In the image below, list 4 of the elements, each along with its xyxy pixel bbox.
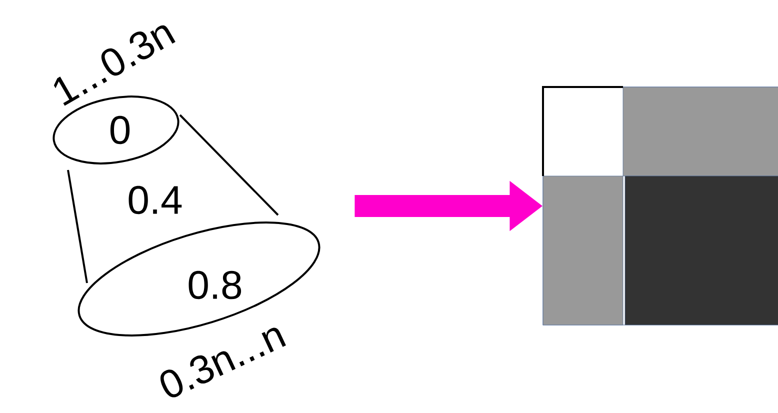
value-label: 0.4 bbox=[128, 186, 182, 214]
side-line bbox=[179, 114, 279, 216]
matrix-drawing bbox=[542, 86, 778, 326]
side-line bbox=[67, 170, 88, 284]
